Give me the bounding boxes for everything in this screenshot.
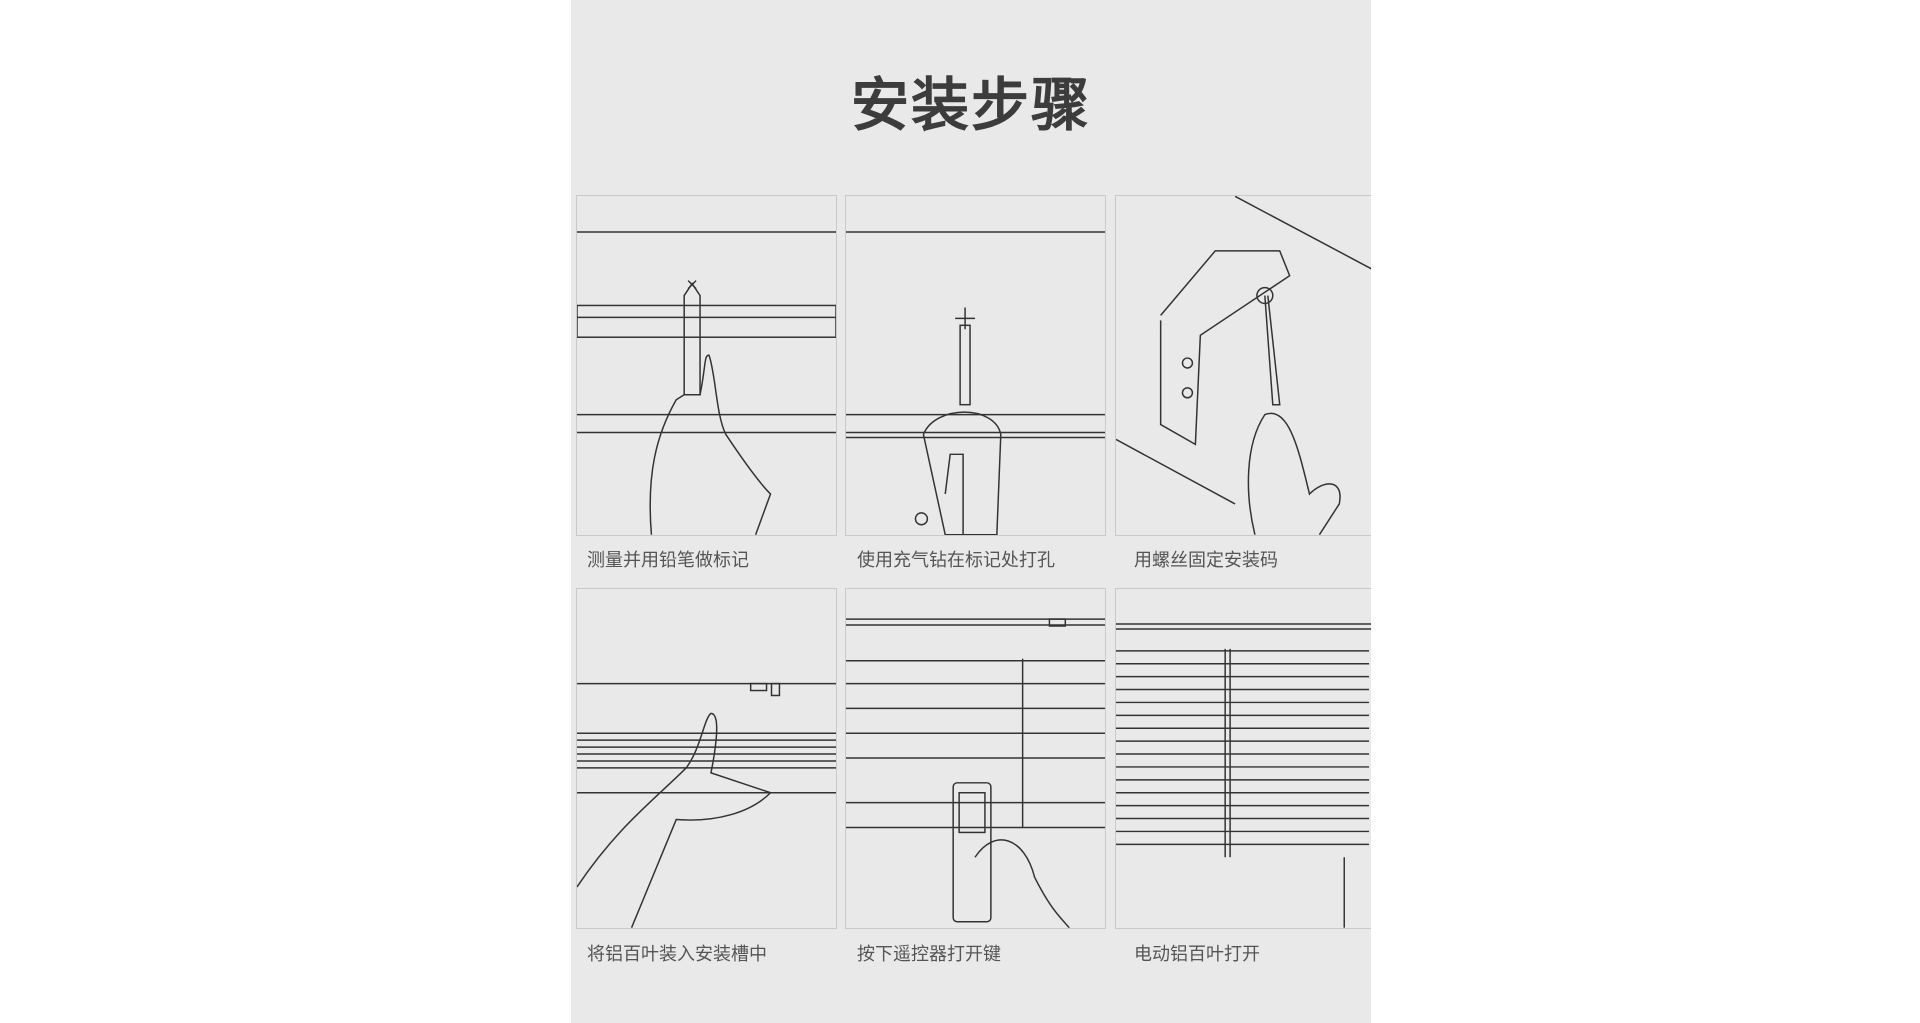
installation-steps-panel: 安装步骤 测量并用铅笔做标记 使用充气钻在标记处打孔 用螺丝固定安装码 将铝百叶… [571, 0, 1371, 1023]
step-5-label: 按下遥控器打开键 [857, 944, 1001, 965]
step-6-illustration [1115, 588, 1371, 929]
step-5-illustration [845, 588, 1106, 929]
step-1-label: 测量并用铅笔做标记 [587, 550, 749, 571]
step-2-illustration [845, 195, 1106, 536]
page-title: 安装步骤 [850, 71, 1091, 139]
step-3-label: 用螺丝固定安装码 [1134, 550, 1278, 571]
step-6-label: 电动铝百叶打开 [1134, 944, 1260, 965]
step-4-label: 将铝百叶装入安装槽中 [587, 944, 767, 965]
step-3-illustration [1115, 195, 1371, 536]
step-1-illustration [576, 195, 837, 536]
step-2-label: 使用充气钻在标记处打孔 [857, 550, 1055, 571]
step-4-illustration [576, 588, 837, 929]
